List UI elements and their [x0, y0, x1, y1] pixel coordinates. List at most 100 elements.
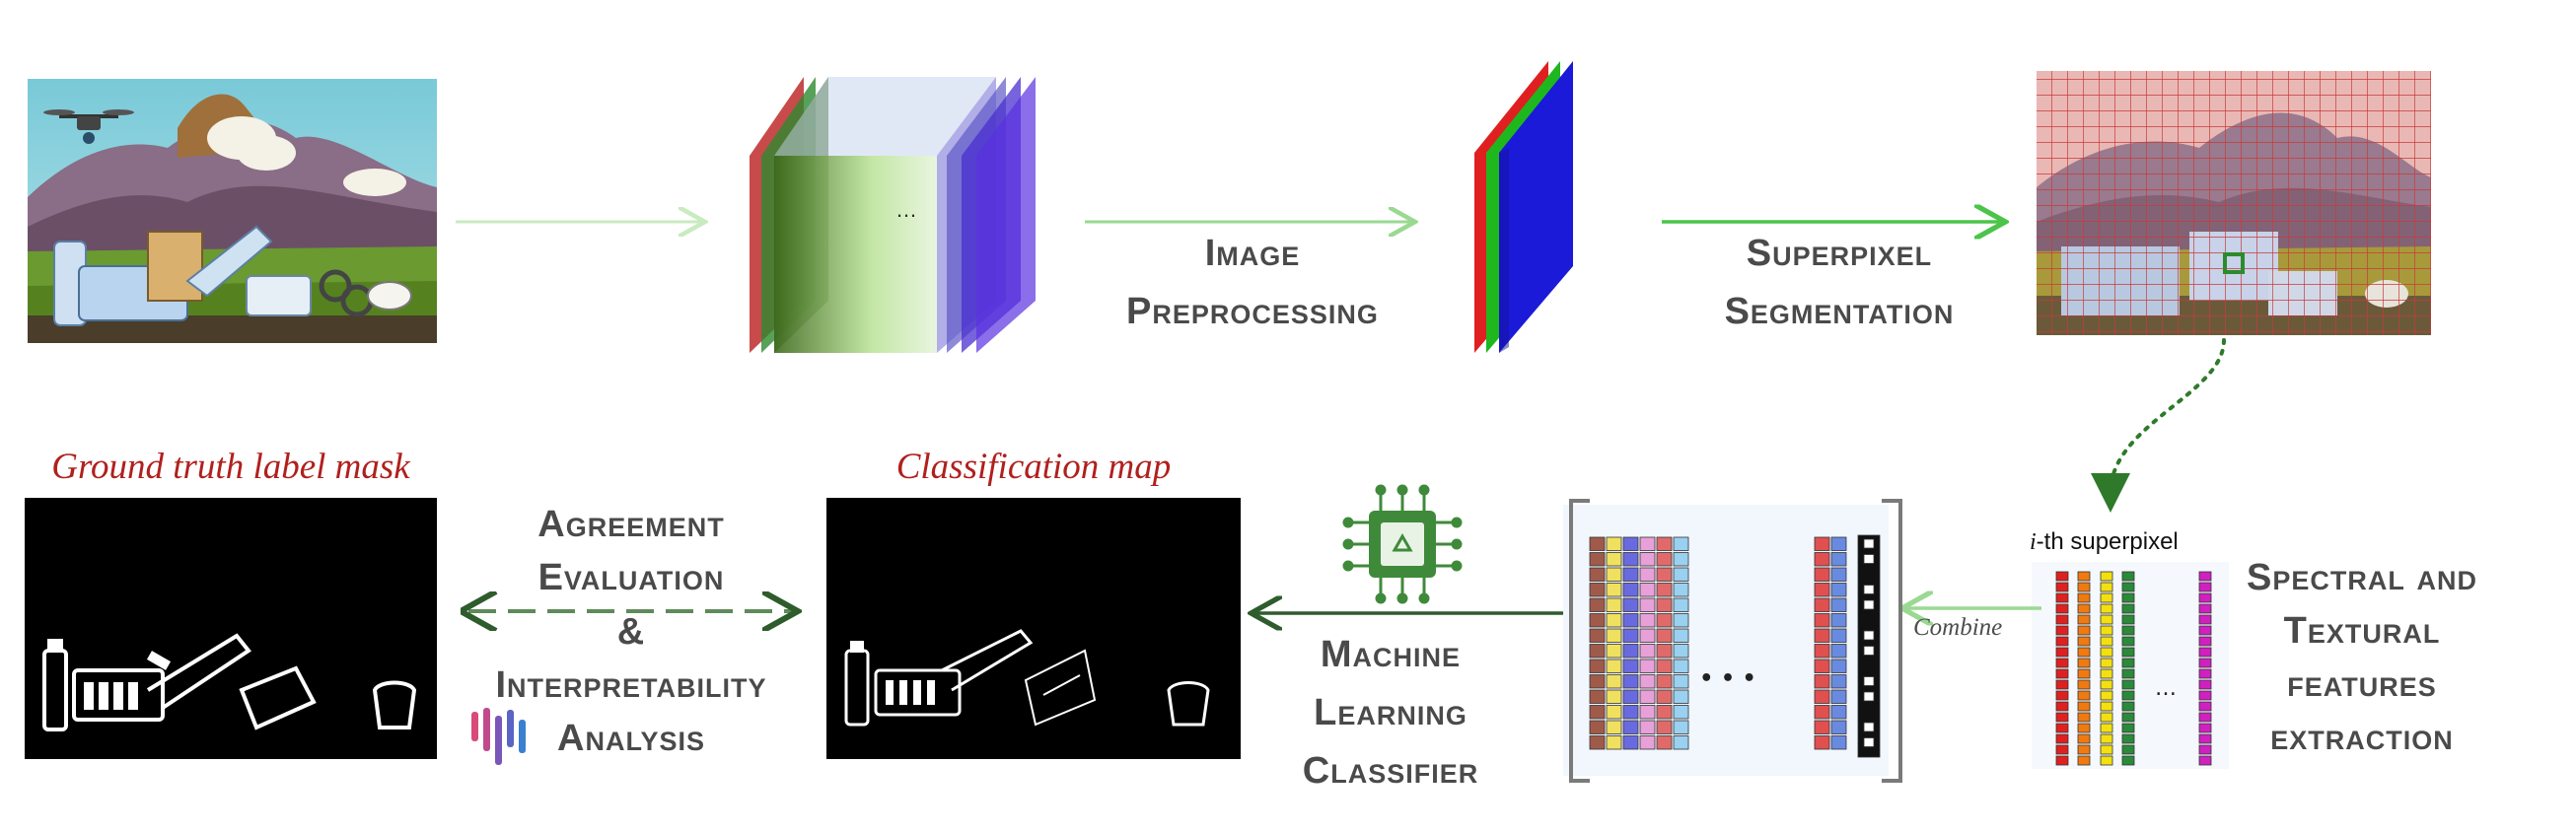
feature-strip-cell — [2198, 625, 2212, 636]
matrix-cell — [1589, 583, 1606, 597]
matrix-cell — [1589, 644, 1606, 659]
matrix-cell — [1830, 674, 1847, 689]
feature-strip-cell — [2055, 614, 2069, 625]
feature-matrix-cells — [1589, 534, 1881, 758]
matrix-cell — [1589, 567, 1606, 582]
matrix-cell — [1589, 689, 1606, 704]
matrix-cell — [1639, 735, 1656, 750]
matrix-cell — [1656, 735, 1673, 750]
matrix-cell — [1673, 583, 1689, 597]
matrix-cell — [1639, 567, 1656, 582]
matrix-cell — [1830, 597, 1847, 612]
feature-strip-cell — [2121, 603, 2135, 614]
eval-line3: & — [616, 610, 646, 653]
label-cell — [1863, 676, 1875, 686]
matrix-cell — [1814, 552, 1830, 567]
feature-strip-cell — [2198, 582, 2212, 592]
feature-strip-cell — [2198, 701, 2212, 712]
matrix-cell — [1589, 705, 1606, 720]
feature-strip-cell — [2077, 701, 2091, 712]
feature-strip-cell — [2100, 636, 2113, 647]
feature-strip-cell — [2077, 582, 2091, 592]
classification-map — [826, 498, 1241, 759]
matrix-cell — [1673, 597, 1689, 612]
matrix-cell — [1622, 536, 1639, 551]
feature-strip-cell — [2100, 647, 2113, 658]
feat-line2: Textural — [2283, 609, 2441, 652]
feature-strip-cell — [2055, 603, 2069, 614]
matrix-cell — [1830, 689, 1847, 704]
feature-strip-cell — [2100, 723, 2113, 733]
arrow-superpixel-to-feature — [2091, 338, 2226, 513]
feature-strip-cell — [2198, 658, 2212, 668]
matrix-cell — [1814, 583, 1830, 597]
feature-strip-cell — [2198, 614, 2212, 625]
feature-strip-cell — [2055, 701, 2069, 712]
matrix-cell — [1589, 536, 1606, 551]
ith-superpixel-label: i-th superpixel — [2030, 528, 2179, 556]
feature-strip-cell — [2100, 571, 2113, 582]
label-cell — [1863, 691, 1875, 702]
feature-strip-cell — [2198, 636, 2212, 647]
feature-strip-cell — [2055, 755, 2069, 766]
matrix-cell — [1673, 659, 1689, 673]
matrix-cell — [1639, 552, 1656, 567]
feature-strip-cell — [2121, 582, 2135, 592]
feature-strip-cell — [2055, 744, 2069, 755]
matrix-cell — [1639, 720, 1656, 734]
feature-strip-cell — [2198, 755, 2212, 766]
matrix-cell — [1606, 536, 1622, 551]
feature-strip-cell — [2121, 733, 2135, 744]
feature-strip-cell — [2121, 755, 2135, 766]
matrix-cell — [1814, 705, 1830, 720]
matrix-cell — [1622, 597, 1639, 612]
label-cell — [1863, 599, 1875, 610]
matrix-cell — [1673, 613, 1689, 628]
matrix-cell — [1830, 720, 1847, 734]
matrix-cell — [1622, 689, 1639, 704]
clf-line3: Classifier — [1302, 749, 1479, 792]
superpixel-segmentation-image — [2037, 71, 2431, 335]
matrix-ellipsis: • • • — [1699, 666, 1756, 691]
feature-strip-cell — [2198, 723, 2212, 733]
matrix-cell — [1814, 674, 1830, 689]
step2-line2: Segmentation — [1724, 290, 1955, 332]
matrix-cell — [1656, 689, 1673, 704]
feature-strip-cell — [2100, 658, 2113, 668]
matrix-cell — [1656, 583, 1673, 597]
matrix-cell — [1830, 705, 1847, 720]
matrix-cell — [1673, 644, 1689, 659]
matrix-cell — [1622, 583, 1639, 597]
feature-strip-cell — [2055, 625, 2069, 636]
eval-line5: Analysis — [557, 718, 705, 760]
feature-strip-cell — [2055, 733, 2069, 744]
matrix-cell — [1830, 613, 1847, 628]
matrix-cell — [1656, 644, 1673, 659]
feature-strip-cell — [2077, 625, 2091, 636]
matrix-cell — [1639, 536, 1656, 551]
recycle-chip-icon — [1342, 484, 1463, 604]
feature-strip-cell — [2121, 658, 2135, 668]
matrix-cell — [1622, 552, 1639, 567]
feature-strip-cell — [2077, 647, 2091, 658]
matrix-cell — [1814, 536, 1830, 551]
feature-strip-cell — [2077, 733, 2091, 744]
matrix-cell — [1673, 674, 1689, 689]
matrix-cell — [1606, 644, 1622, 659]
combine-label: Combine — [1913, 614, 2003, 641]
feature-strip-cell — [2198, 647, 2212, 658]
feature-strip-cell — [2055, 723, 2069, 733]
feature-strip-cell — [2077, 723, 2091, 733]
feature-strip-cell — [2198, 668, 2212, 679]
feature-strip-cell — [2198, 733, 2212, 744]
matrix-cell — [1656, 720, 1673, 734]
cube-ellipsis: … — [895, 197, 917, 222]
matrix-cell — [1830, 583, 1847, 597]
matrix-cell — [1622, 613, 1639, 628]
feature-strip-cell — [2100, 712, 2113, 723]
drone-icon — [43, 109, 134, 144]
feature-strip-cell — [2077, 603, 2091, 614]
feature-strip-cell — [2077, 712, 2091, 723]
feature-strip-cell — [2077, 658, 2091, 668]
matrix-cell — [1830, 536, 1847, 551]
